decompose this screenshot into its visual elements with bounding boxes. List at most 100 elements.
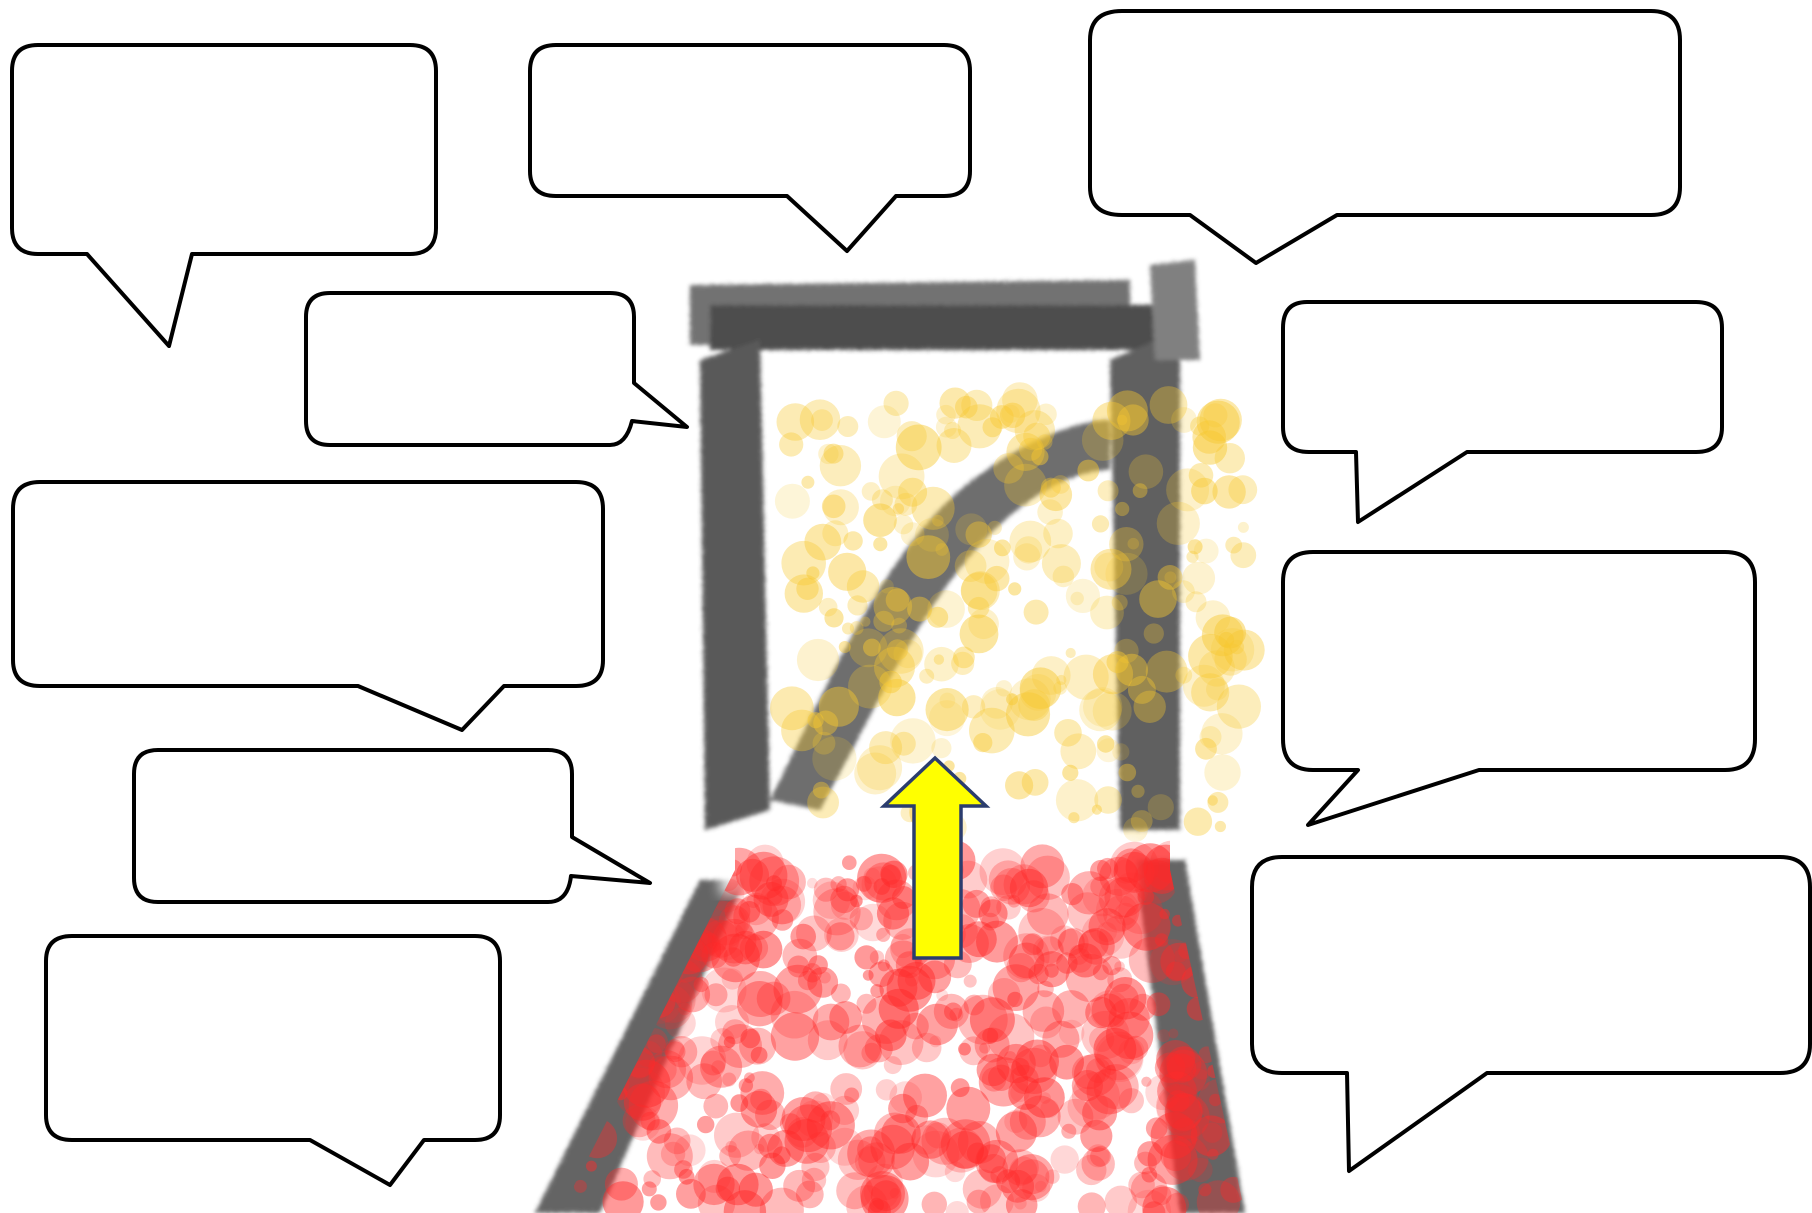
warm-particle — [1128, 538, 1140, 550]
warm-particle — [1175, 667, 1192, 684]
frame-left-post — [700, 340, 770, 830]
warm-particle — [955, 396, 978, 419]
warm-particle — [1133, 483, 1148, 498]
cool-particle — [831, 984, 851, 1004]
warm-particle — [1202, 614, 1244, 656]
callout-right-3 — [1252, 857, 1810, 1171]
cool-particle — [964, 975, 977, 988]
warm-particle — [1225, 537, 1242, 554]
warm-particle — [1115, 502, 1129, 516]
warm-particle — [895, 493, 918, 516]
cool-particle — [1166, 961, 1186, 981]
cool-particle — [836, 878, 859, 901]
cool-particle — [970, 997, 1015, 1042]
cool-particle — [1066, 954, 1114, 1002]
warm-particle — [1171, 407, 1197, 433]
cool-particle — [861, 1043, 882, 1064]
warm-particle — [1208, 795, 1218, 805]
cool-particle — [1003, 933, 1049, 979]
cool-particle — [1037, 981, 1054, 998]
warm-particle — [1215, 821, 1226, 832]
warm-particle — [988, 521, 1002, 535]
callout-left-2 — [306, 293, 687, 445]
warm-particle — [1215, 443, 1245, 473]
warm-particle — [1098, 480, 1119, 501]
warm-particle — [955, 513, 987, 545]
warm-particle — [1129, 454, 1164, 489]
cool-particle — [1193, 1061, 1212, 1080]
cool-particle — [586, 1161, 597, 1172]
cool-particle — [857, 1136, 884, 1163]
cool-particle — [1061, 1124, 1076, 1139]
cool-particle — [1051, 1145, 1079, 1173]
warm-particle — [1134, 691, 1166, 723]
cool-particle — [1109, 984, 1139, 1014]
warm-particle — [1139, 580, 1177, 618]
cool-particle — [650, 1194, 666, 1210]
warm-particle — [907, 597, 932, 622]
cool-particle — [1174, 949, 1187, 962]
warm-particle — [1024, 600, 1049, 625]
cool-particle — [870, 984, 884, 998]
cool-particle — [719, 905, 751, 937]
callout-left-5 — [46, 936, 500, 1185]
cool-particle — [1007, 992, 1022, 1007]
warm-particle — [1066, 648, 1076, 658]
warm-particle — [1184, 808, 1212, 836]
warm-particle — [1228, 475, 1257, 504]
warm-particle — [813, 782, 830, 799]
cool-particle — [1004, 864, 1044, 904]
warm-particle — [906, 535, 950, 579]
cool-particle — [1157, 1029, 1170, 1042]
warm-particle — [1093, 654, 1133, 694]
cool-particle — [759, 1153, 785, 1179]
warm-particle — [960, 615, 999, 654]
warm-particle — [1191, 478, 1218, 505]
cool-particle — [772, 909, 794, 931]
warm-particle — [994, 540, 1011, 557]
warm-particle — [884, 391, 909, 416]
cool-particle — [1160, 1140, 1191, 1171]
warm-particle — [891, 618, 907, 634]
cool-particle — [1114, 961, 1125, 972]
cool-particle — [813, 1004, 850, 1041]
warm-particle — [801, 476, 814, 489]
cool-particle — [1004, 1051, 1016, 1063]
warm-particle — [820, 445, 861, 486]
cool-particle — [703, 1094, 728, 1119]
warm-particle — [1015, 536, 1042, 563]
cool-particle — [1010, 1104, 1046, 1140]
cool-particle — [878, 959, 890, 971]
warm-particle — [1195, 738, 1217, 760]
warm-particle-cloud — [770, 382, 1265, 842]
cool-particle — [700, 853, 722, 875]
warm-particle — [1238, 522, 1249, 533]
cool-particle — [1078, 1192, 1106, 1213]
warm-particle — [969, 708, 1015, 754]
warm-particle — [819, 687, 859, 727]
cool-particle — [1089, 1027, 1114, 1052]
cool-particle — [1045, 1169, 1059, 1183]
warm-particle — [1060, 733, 1096, 769]
warm-particle — [1056, 675, 1066, 685]
warm-particle — [813, 732, 836, 755]
warm-particle — [822, 495, 846, 519]
warm-particle — [1008, 582, 1021, 595]
warm-particle — [1123, 817, 1148, 842]
warm-particle — [1006, 433, 1044, 471]
warm-particle — [1204, 754, 1240, 790]
cool-particle — [879, 1020, 924, 1065]
warm-particle — [797, 639, 839, 681]
cool-particle — [1167, 1090, 1190, 1113]
warm-particle — [1191, 673, 1229, 711]
cool-particle — [819, 972, 831, 984]
cool-particle — [842, 855, 857, 870]
cool-particle — [967, 1190, 991, 1213]
cool-particle — [814, 878, 838, 902]
warm-particle — [1131, 785, 1144, 798]
callout-left-4 — [134, 750, 650, 902]
warm-particle — [955, 550, 987, 582]
cool-particle — [951, 1078, 970, 1097]
cool-particle — [891, 934, 915, 958]
